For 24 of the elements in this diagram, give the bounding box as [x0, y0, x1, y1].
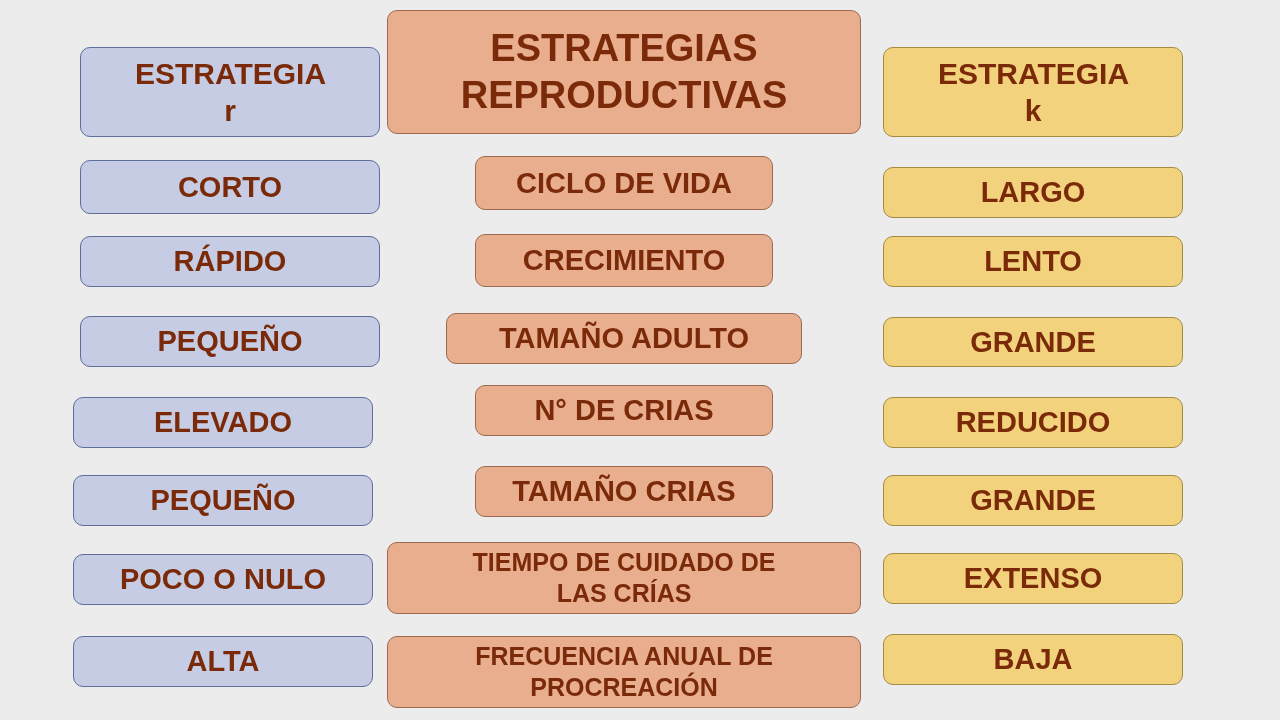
trait-box: CRECIMIENTO [475, 234, 773, 287]
value-box: ELEVADO [73, 397, 373, 448]
value-box: RÁPIDO [80, 236, 380, 287]
trait-box: TAMAÑO CRIAS [475, 466, 773, 517]
value-box: ALTA [73, 636, 373, 687]
trait-box: TIEMPO DE CUIDADO DE LAS CRÍAS [387, 542, 861, 614]
trait-box: N° DE CRIAS [475, 385, 773, 436]
title-box: ESTRATEGIAS REPRODUCTIVAS [387, 10, 861, 134]
value-box: GRANDE [883, 317, 1183, 367]
value-box: ESTRATEGIA r [80, 47, 380, 137]
trait-box: TAMAÑO ADULTO [446, 313, 802, 364]
trait-box: FRECUENCIA ANUAL DE PROCREACIÓN [387, 636, 861, 708]
value-box: LENTO [883, 236, 1183, 287]
value-box: PEQUEÑO [73, 475, 373, 526]
value-box: CORTO [80, 160, 380, 214]
value-box: EXTENSO [883, 553, 1183, 604]
value-box: BAJA [883, 634, 1183, 685]
value-box: GRANDE [883, 475, 1183, 526]
value-box: PEQUEÑO [80, 316, 380, 367]
value-box: POCO O NULO [73, 554, 373, 605]
value-box: LARGO [883, 167, 1183, 218]
value-box: ESTRATEGIA k [883, 47, 1183, 137]
trait-box: CICLO DE VIDA [475, 156, 773, 210]
value-box: REDUCIDO [883, 397, 1183, 448]
